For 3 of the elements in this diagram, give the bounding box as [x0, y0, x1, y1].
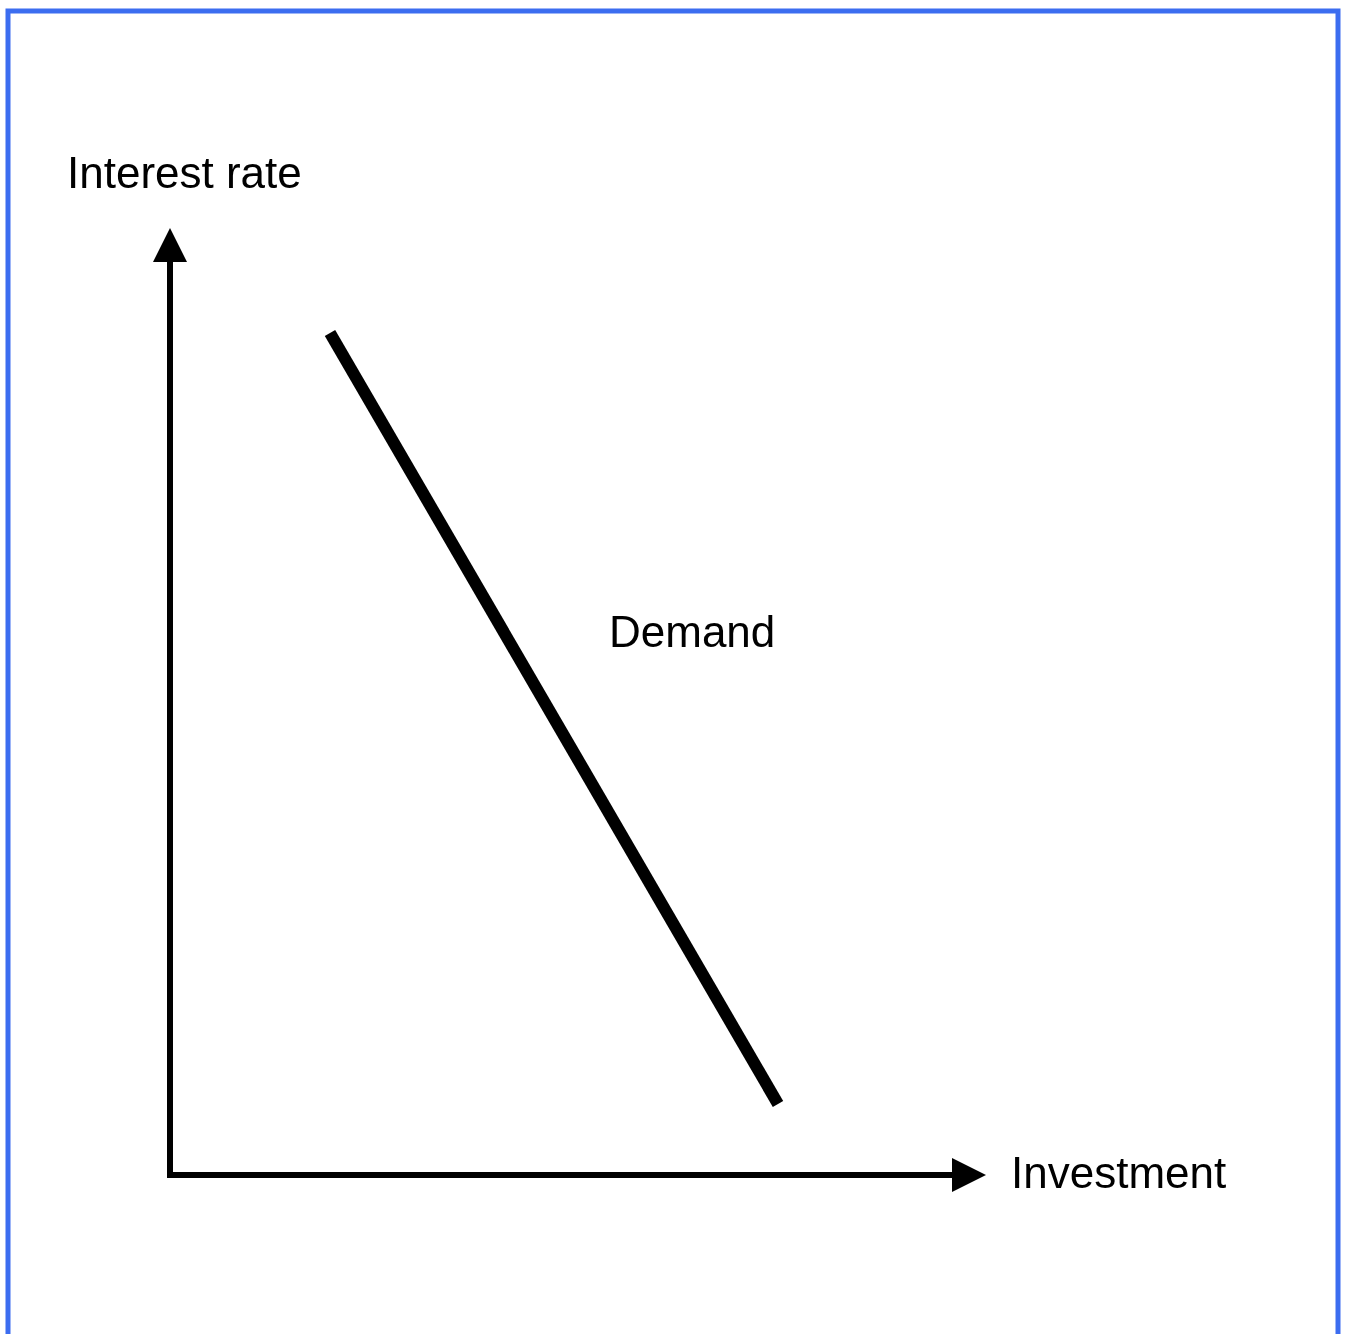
axis-label: Investment — [1011, 1148, 1227, 1198]
curve-label: Demand — [609, 607, 776, 657]
axis-label: Interest rate — [67, 148, 302, 198]
